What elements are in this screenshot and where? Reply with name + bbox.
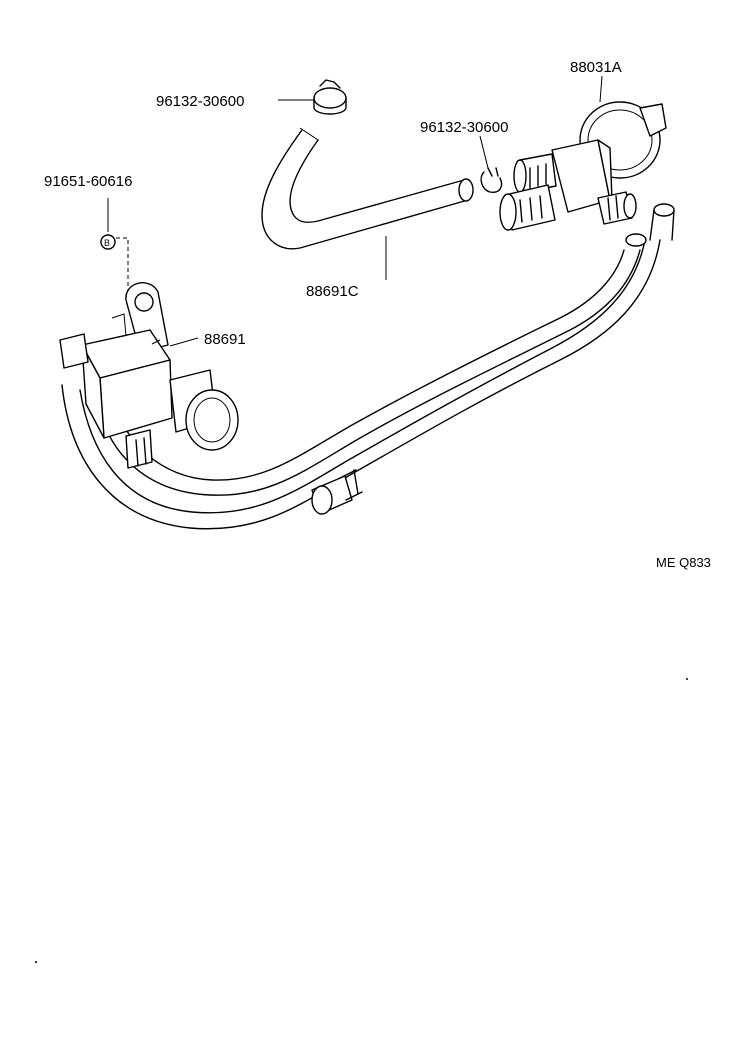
- valve-88031a: [499, 101, 667, 231]
- bolt-marker-text: B: [104, 238, 110, 248]
- label-vsv-88691: 88691: [204, 331, 246, 348]
- hose-joint: [311, 469, 363, 515]
- clamp-top: [313, 79, 347, 115]
- label-bolt: 91651-60616: [44, 173, 132, 190]
- speck: [686, 678, 688, 680]
- label-hose-88691c: 88691C: [306, 283, 359, 300]
- lower-hose-assembly: [61, 203, 675, 530]
- hose-88691c: [261, 127, 474, 250]
- vsv-88691: [59, 282, 239, 469]
- label-valve-88031a: 88031A: [570, 59, 622, 76]
- speck: [35, 961, 37, 963]
- bolt-callout: B: [100, 198, 129, 290]
- label-clamp-right: 96132-30600: [420, 119, 508, 136]
- label-clamp-top: 96132-30600: [156, 93, 244, 110]
- leader-lines: [169, 75, 603, 347]
- drawing-code: ME Q833: [656, 555, 711, 570]
- clamp-right: [480, 167, 503, 193]
